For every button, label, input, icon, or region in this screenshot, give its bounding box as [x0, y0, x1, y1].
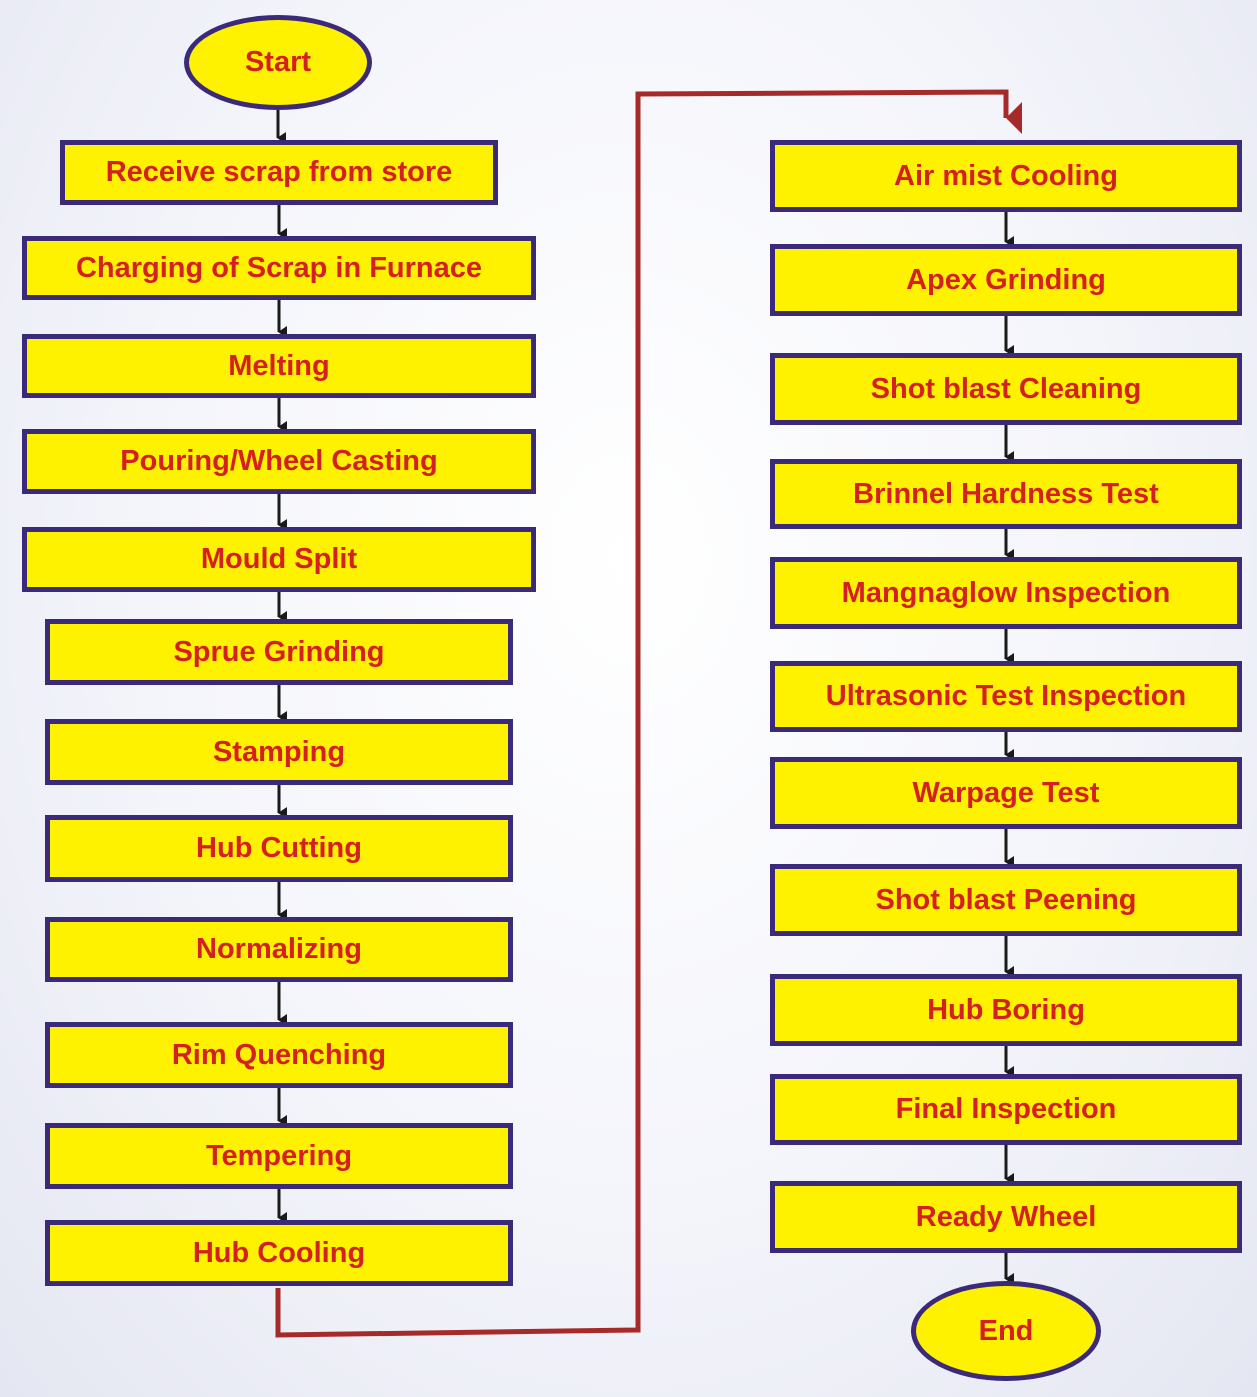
step-tempering: Tempering — [45, 1123, 513, 1189]
step-ready-wheel: Ready Wheel — [770, 1181, 1242, 1253]
step-mould-split: Mould Split — [22, 527, 536, 592]
step-pouring-casting: Pouring/Wheel Casting — [22, 429, 536, 494]
step-charging-scrap: Charging of Scrap in Furnace — [22, 236, 536, 300]
step-hub-cutting: Hub Cutting — [45, 815, 513, 882]
step-melting: Melting — [22, 334, 536, 398]
step-shot-blast-cleaning: Shot blast Cleaning — [770, 353, 1242, 425]
start-terminal: Start — [184, 15, 372, 110]
step-final-inspection: Final Inspection — [770, 1074, 1242, 1145]
step-receive-scrap: Receive scrap from store — [60, 140, 498, 205]
step-stamping: Stamping — [45, 719, 513, 785]
step-mangnaglow-inspection: Mangnaglow Inspection — [770, 557, 1242, 629]
step-hub-boring: Hub Boring — [770, 974, 1242, 1046]
step-apex-grinding: Apex Grinding — [770, 244, 1242, 316]
step-shot-blast-peening: Shot blast Peening — [770, 864, 1242, 936]
step-warpage-test: Warpage Test — [770, 757, 1242, 829]
step-normalizing: Normalizing — [45, 917, 513, 982]
step-air-mist-cooling: Air mist Cooling — [770, 140, 1242, 212]
step-ultrasonic-test-inspection: Ultrasonic Test Inspection — [770, 661, 1242, 732]
step-hub-cooling: Hub Cooling — [45, 1220, 513, 1286]
step-brinnel-hardness-test: Brinnel Hardness Test — [770, 459, 1242, 529]
end-terminal: End — [911, 1281, 1101, 1381]
step-rim-quenching: Rim Quenching — [45, 1022, 513, 1088]
step-sprue-grinding: Sprue Grinding — [45, 619, 513, 685]
column-link-connector — [275, 89, 1022, 1338]
